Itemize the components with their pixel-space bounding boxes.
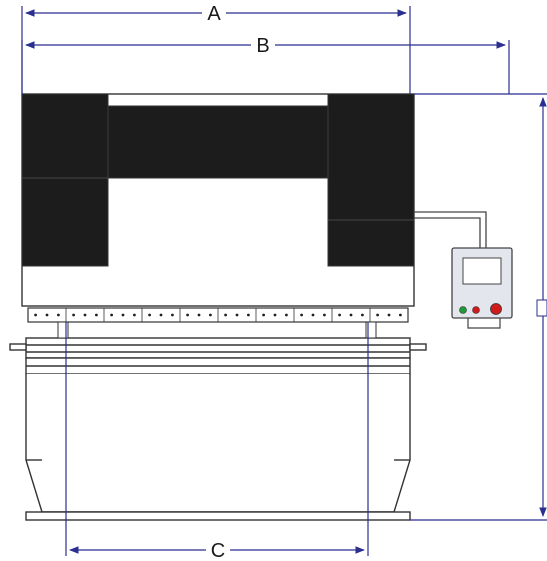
control-panel xyxy=(414,211,513,329)
strip-bolt xyxy=(57,313,60,317)
control-panel-arm xyxy=(414,211,487,248)
strip-bolt xyxy=(311,313,315,317)
strip-bolt xyxy=(235,313,239,317)
strip-bolt xyxy=(72,313,75,317)
strip-bolt xyxy=(121,313,125,317)
dimension-a-label: A xyxy=(207,3,221,25)
strip-bolt xyxy=(338,313,341,317)
strip-bolt xyxy=(133,313,136,317)
tool-holder-strip xyxy=(27,307,409,339)
dimension-b: B xyxy=(25,35,506,57)
dimension-b-label: B xyxy=(256,35,269,57)
strip-bolt xyxy=(83,313,87,317)
ram-beam xyxy=(21,93,415,267)
strip-bolt xyxy=(95,313,98,317)
strip-bolt xyxy=(285,313,288,317)
dimension-lines xyxy=(21,6,547,556)
panel-button-red-small xyxy=(472,306,480,314)
strip-bolt xyxy=(224,313,228,317)
strip-bolt xyxy=(361,313,364,317)
dimension-c-label: C xyxy=(211,540,225,561)
strip-bolt xyxy=(186,313,190,317)
strip-bolt xyxy=(34,313,37,317)
strip-bolt xyxy=(197,313,201,317)
dimension-c: C xyxy=(69,540,365,561)
strip-bolt xyxy=(323,313,326,317)
strip-bolt xyxy=(209,313,212,317)
ram-shape xyxy=(21,93,415,267)
strip-bolt xyxy=(262,313,265,317)
machine-frame xyxy=(9,93,427,521)
strip-bolt xyxy=(273,313,277,317)
dimension-d: D xyxy=(536,97,547,517)
strip-bolt xyxy=(148,313,152,317)
panel-button-green xyxy=(459,306,467,314)
strip-bolt xyxy=(399,313,402,317)
strip-bolt xyxy=(171,313,174,317)
strip-bolt xyxy=(159,313,163,317)
strip-bolt xyxy=(300,313,303,317)
control-panel-screen xyxy=(462,257,502,285)
strip-bolt xyxy=(110,313,113,317)
strip-bolt xyxy=(45,313,49,317)
strip-bolt xyxy=(349,313,353,317)
strip-bolt xyxy=(376,313,379,317)
dimension-a: A xyxy=(25,3,407,25)
strip-bolt xyxy=(387,313,391,317)
panel-button-red-large xyxy=(490,303,502,315)
strip-bolt xyxy=(247,313,250,317)
